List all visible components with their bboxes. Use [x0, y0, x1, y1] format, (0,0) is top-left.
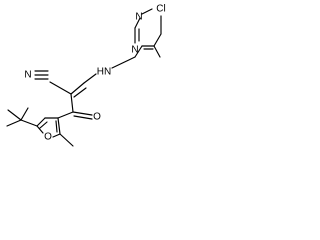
bond [111, 56, 136, 69]
bond [134, 45, 143, 58]
furan-oxygen-label: O [44, 132, 52, 143]
bond [20, 107, 29, 121]
molecule-structure: Cl N N HN N O O [6, 4, 166, 147]
carbonyl-oxygen-label: O [93, 112, 101, 123]
bond [59, 133, 74, 147]
bond [6, 119, 22, 127]
chlorine-label: Cl [156, 4, 165, 15]
bond [153, 45, 161, 58]
bond-layer [6, 8, 162, 147]
atom-label-layer: Cl N N HN N O O [24, 4, 165, 143]
bond [153, 33, 162, 47]
bond [52, 133, 61, 138]
bond [36, 117, 46, 127]
bond [49, 81, 72, 95]
ring-nitrogen-top-label: N [135, 12, 142, 23]
bond [73, 87, 87, 98]
nitrile-nitrogen-label: N [24, 70, 31, 81]
bond [55, 120, 58, 133]
bond [36, 125, 44, 134]
bond [57, 117, 61, 135]
amine-nh-label: HN [97, 67, 111, 78]
bond [57, 111, 74, 119]
bond [20, 119, 38, 127]
bond [73, 115, 93, 120]
bond [72, 111, 93, 116]
ring-nitrogen-bottom-label: N [131, 45, 138, 56]
bond [39, 121, 48, 129]
bond [70, 93, 74, 113]
bond [141, 8, 153, 15]
bond [7, 109, 22, 121]
bond [70, 82, 85, 95]
bond [134, 17, 141, 29]
bond [83, 73, 97, 84]
